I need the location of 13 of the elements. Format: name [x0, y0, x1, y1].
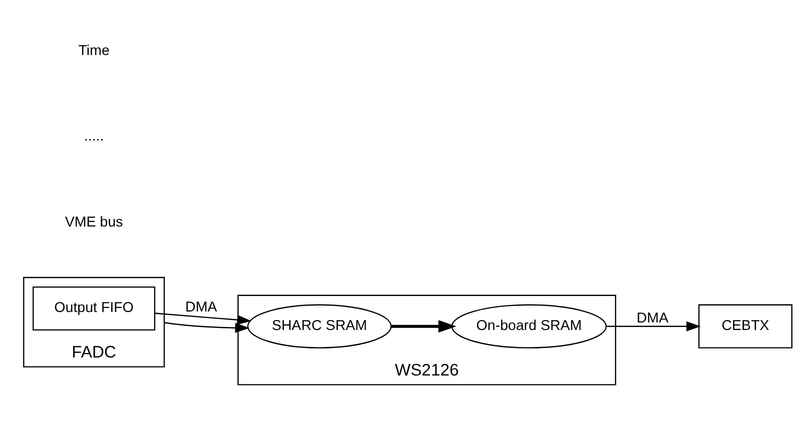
node-ellipse: On-board SRAM [450, 304, 606, 348]
arrow [154, 312, 251, 325]
node-box: Output FIFO [32, 286, 155, 331]
label: Time [78, 42, 110, 59]
node-ellipse: SHARC SRAM [246, 304, 392, 348]
arrow [390, 320, 456, 333]
arrow [606, 321, 700, 332]
arrow [164, 322, 249, 333]
node-box: CEBTX [698, 304, 792, 348]
edge-label: DMA [184, 300, 217, 316]
label: VME bus [64, 214, 122, 230]
edge-label: DMA [636, 310, 668, 326]
label: ..... [84, 128, 104, 145]
